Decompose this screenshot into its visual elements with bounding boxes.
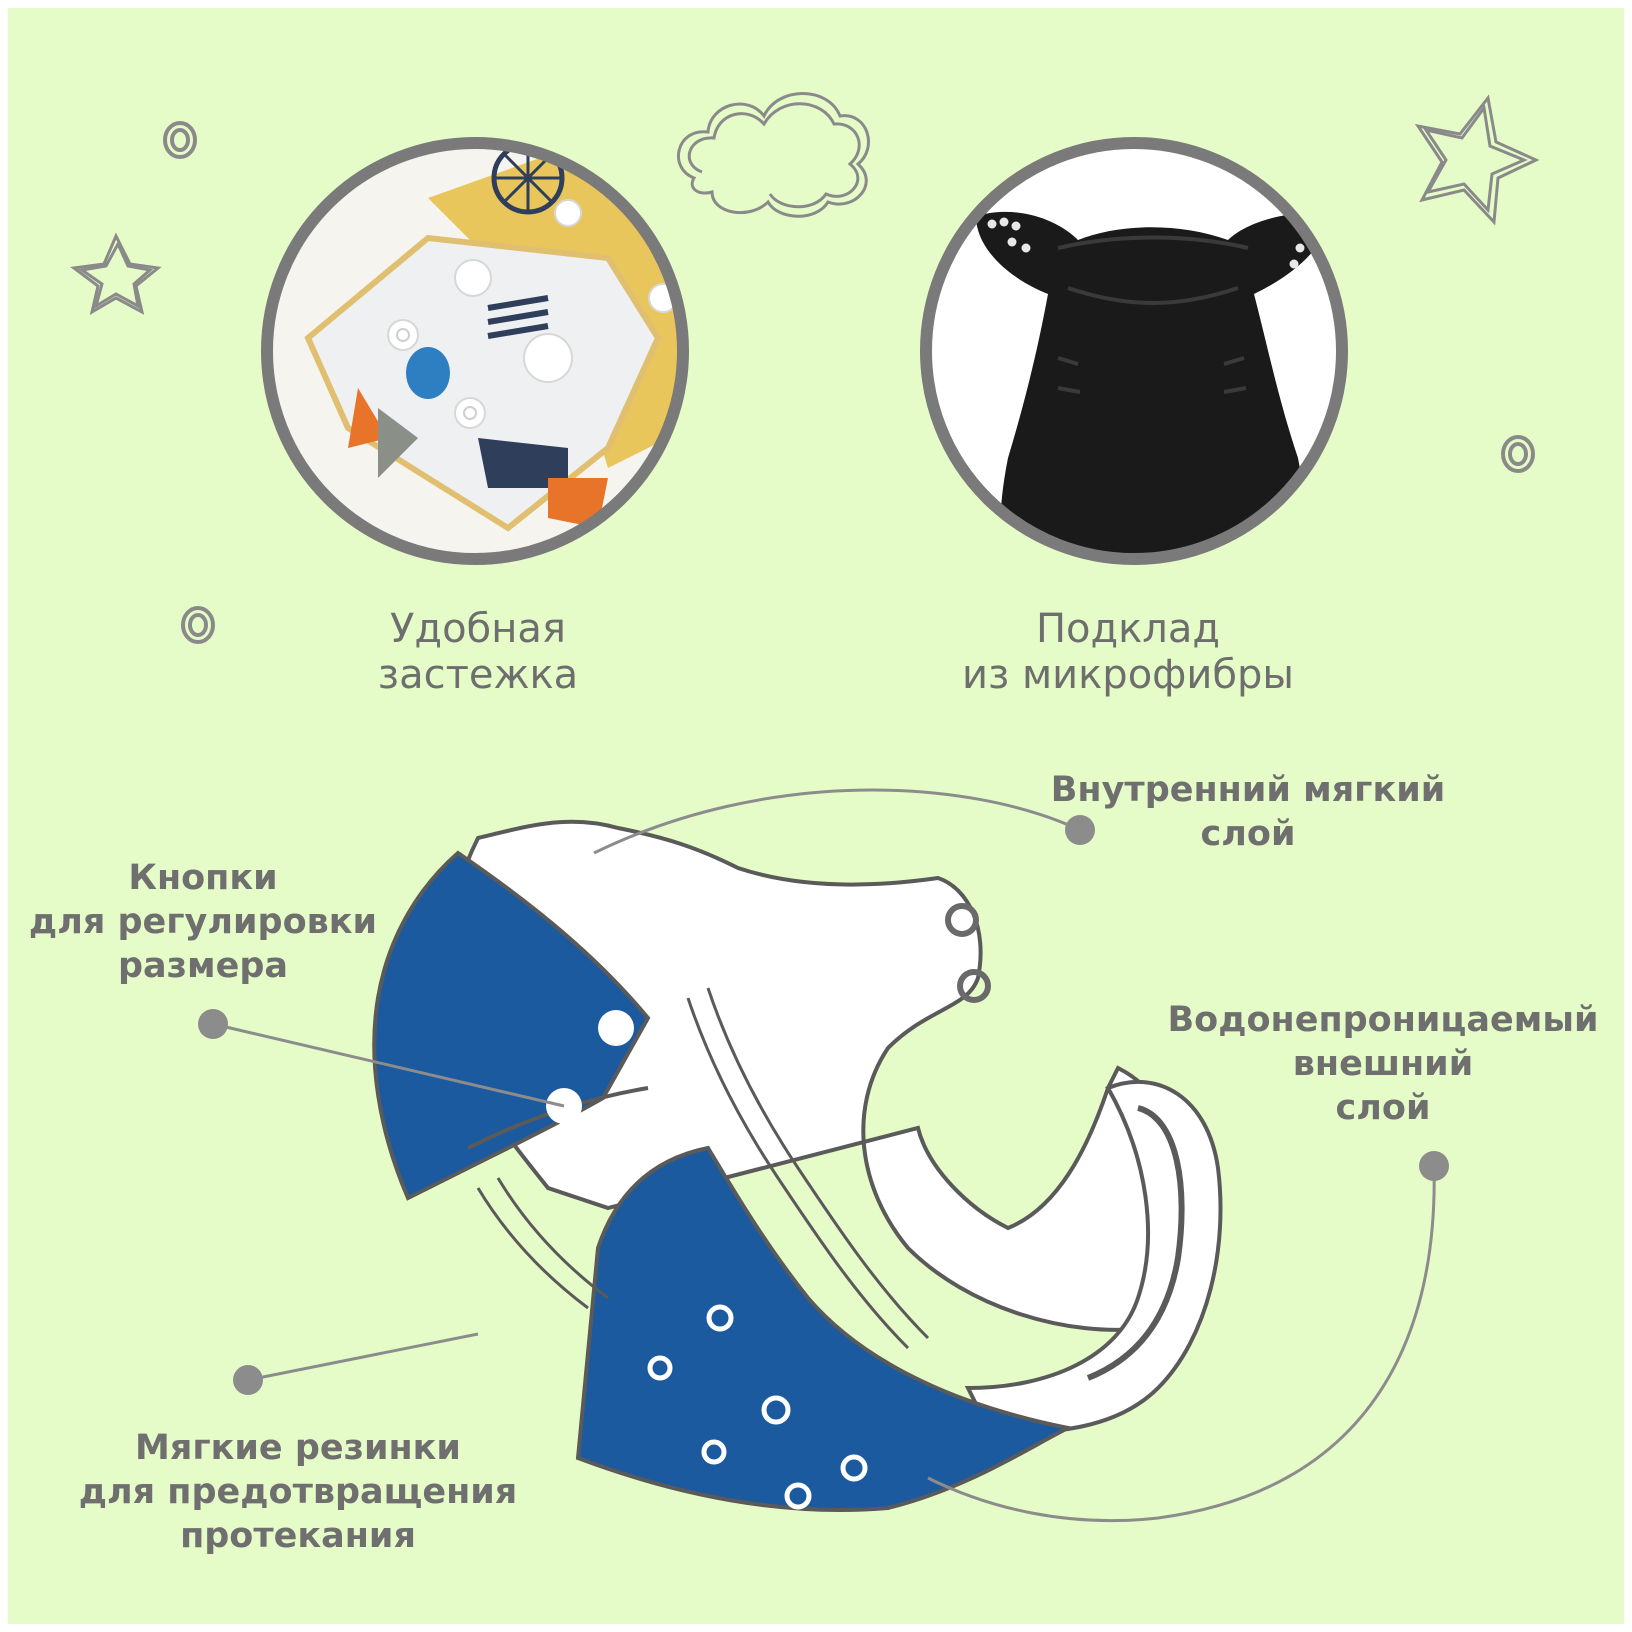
doodle-star-icon <box>1414 94 1540 226</box>
caption-line: Удобная <box>390 606 566 652</box>
caption-line: из микрофибры <box>961 652 1294 698</box>
clasp-photo <box>261 137 689 565</box>
callout-outer-layer: Водонепроницаемый внешний слой <box>1153 998 1613 1130</box>
callout-line: Кнопки <box>128 858 278 898</box>
infographic-canvas: Удобная застежка Подклад из микрофибры В… <box>8 8 1624 1624</box>
callout-line: для регулировки <box>28 902 378 942</box>
callout-dot-inner-layer <box>1065 815 1095 845</box>
microfiber-photo <box>920 137 1348 565</box>
caption-line: Подклад <box>1035 606 1221 652</box>
callout-leader-lines <box>212 788 1436 1523</box>
callout-snaps: Кнопки для регулировки размера <box>18 856 388 988</box>
microfiber-caption: Подклад из микрофибры <box>938 606 1318 698</box>
callout-elastics: Мягкие резинки для предотвращения протек… <box>68 1426 528 1558</box>
callout-dot-elastics <box>233 1365 263 1395</box>
callout-line: протекания <box>180 1516 416 1556</box>
clasp-caption: Удобная застежка <box>328 606 628 698</box>
callout-line: для предотвращения <box>78 1472 518 1512</box>
callout-line: слой <box>1335 1088 1431 1128</box>
callout-line: слой <box>1200 814 1296 854</box>
doodle-ring-icon <box>163 121 197 159</box>
callout-inner-layer: Внутренний мягкий слой <box>1028 768 1468 856</box>
doodle-ring-icon <box>181 606 215 644</box>
doodle-cloud-icon <box>677 92 870 218</box>
callout-line: Водонепроницаемый <box>1167 1000 1599 1040</box>
diaper-illustration <box>372 819 1223 1512</box>
decor-layer <box>70 92 1540 1523</box>
callout-line: Мягкие резинки <box>135 1428 461 1468</box>
callout-line: Внутренний мягкий <box>1050 770 1446 810</box>
caption-line: застежка <box>377 652 579 698</box>
callout-line: внешний <box>1292 1044 1474 1084</box>
callout-line: размера <box>117 946 289 986</box>
callout-dot-outer-layer <box>1419 1151 1449 1181</box>
callout-dot-snaps <box>198 1009 228 1039</box>
doodle-star-icon <box>70 232 162 316</box>
doodle-ring-icon <box>1501 435 1535 473</box>
